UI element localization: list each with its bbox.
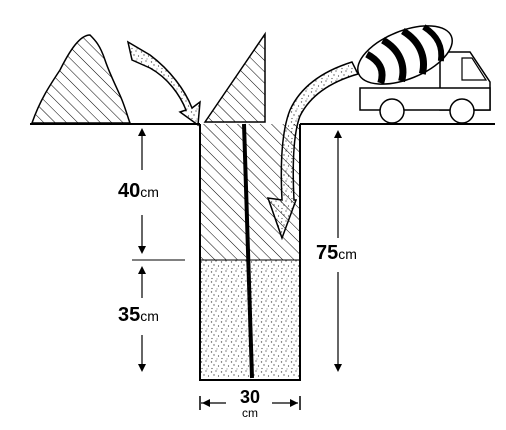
label-35-unit: cm xyxy=(140,308,159,324)
dimension-40 xyxy=(132,128,185,261)
label-30cm: 30 cm xyxy=(232,388,268,420)
dimension-30 xyxy=(199,396,301,410)
label-35cm: 35cm xyxy=(118,304,159,327)
label-40-unit: cm xyxy=(140,184,159,200)
dimension-35 xyxy=(138,266,146,372)
label-30-value: 30 xyxy=(239,387,261,407)
concrete-mixer-truck xyxy=(357,24,491,124)
soil-wedge xyxy=(203,31,266,123)
soil-pile xyxy=(30,34,132,124)
backfill-soil-arrow xyxy=(126,40,201,127)
label-75cm: 75cm xyxy=(316,242,357,265)
label-75-unit: cm xyxy=(338,246,357,262)
label-75-value: 75 xyxy=(316,242,339,264)
label-35-value: 35 xyxy=(118,304,141,326)
label-40cm: 40cm xyxy=(118,180,159,203)
label-40-value: 40 xyxy=(118,180,141,202)
post xyxy=(242,123,254,379)
label-30-unit: cm xyxy=(242,406,258,420)
dimension-75 xyxy=(334,130,342,372)
hole-soil-backfill xyxy=(200,124,300,260)
